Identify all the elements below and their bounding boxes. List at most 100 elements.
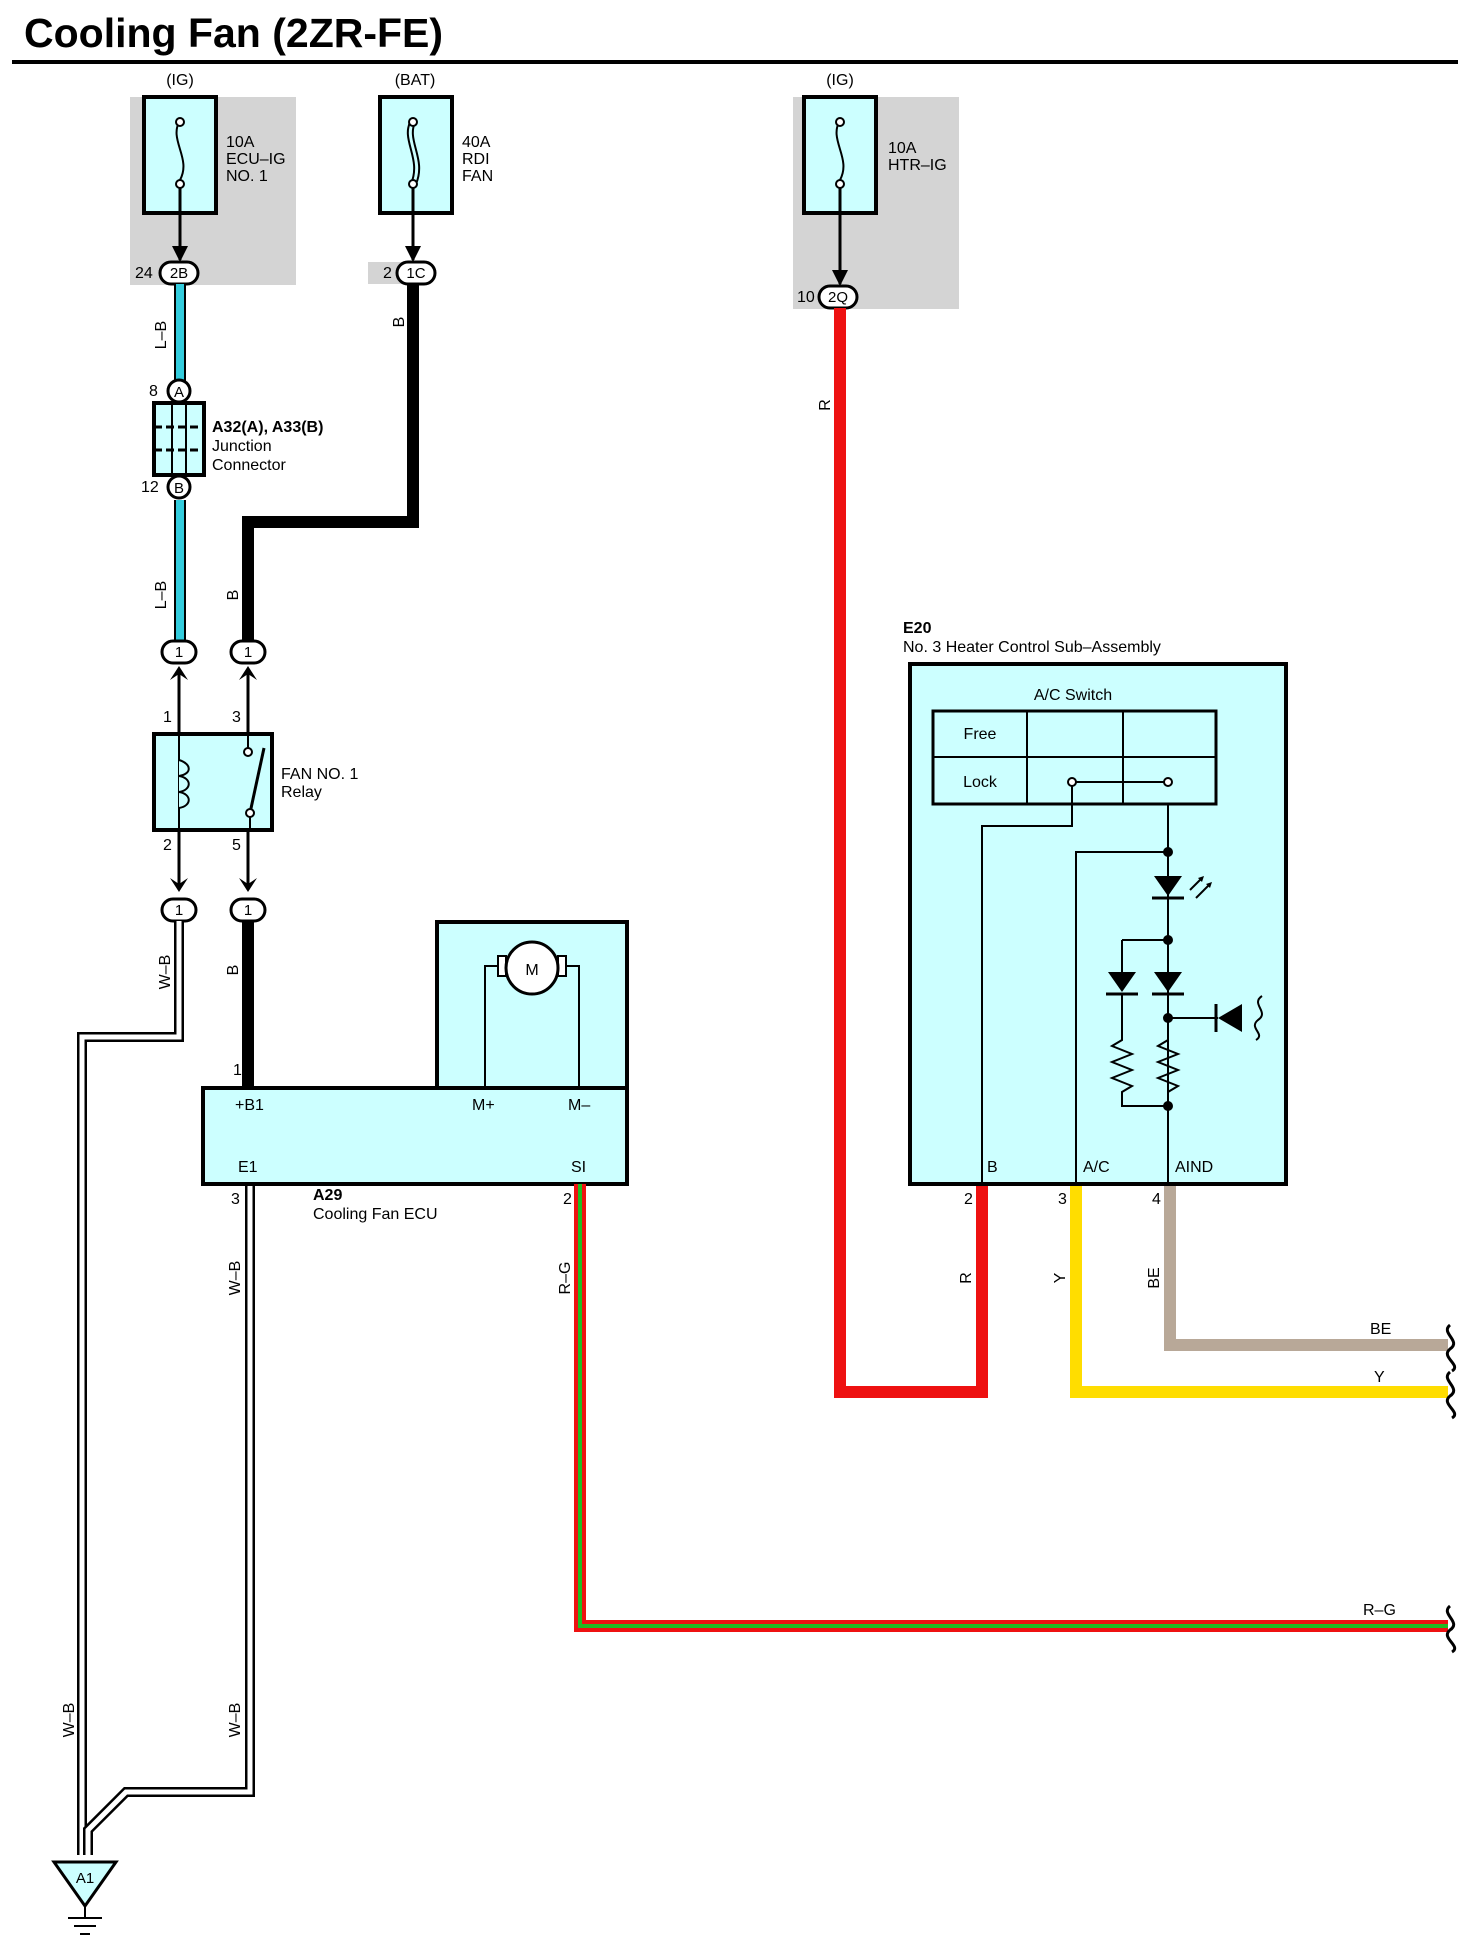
pin-number: 1 bbox=[233, 1062, 242, 1079]
relay-switch-icon bbox=[248, 747, 266, 814]
pin-number: 2 bbox=[563, 1191, 572, 1208]
ecu-pin-mminus: M– bbox=[568, 1097, 590, 1114]
motor-label: M bbox=[525, 962, 538, 979]
ecu-code: A29 bbox=[313, 1187, 342, 1204]
junction-name-line2: Connector bbox=[212, 457, 286, 474]
ecu-pin-e1: E1 bbox=[238, 1159, 258, 1176]
connector-label: 1 bbox=[175, 902, 183, 919]
wire-r: R R bbox=[817, 308, 988, 1398]
relay-box bbox=[152, 732, 274, 832]
pin-number: 3 bbox=[231, 1191, 240, 1208]
fuse-name-line2: NO. 1 bbox=[226, 168, 268, 185]
heater-control: E20 No. 3 Heater Control Sub–Assembly A/… bbox=[903, 620, 1288, 1208]
heater-code: E20 bbox=[903, 620, 932, 637]
fuse-rdi-fan: (BAT) 40A RDI FAN 2 1C bbox=[368, 72, 493, 286]
pin-number: 8 bbox=[149, 383, 158, 400]
ac-switch-lock: Lock bbox=[963, 774, 998, 791]
junction-name: Junction bbox=[212, 438, 272, 455]
fuse-rating: 40A bbox=[462, 134, 491, 151]
fuse-source-label: (IG) bbox=[826, 72, 854, 89]
fuse-ecu-ig-no1: (IG) 10A ECU–IG NO. 1 24 2B bbox=[130, 72, 296, 286]
pin-number: 2 bbox=[163, 837, 172, 854]
connector-label: 1 bbox=[175, 644, 183, 661]
heater-pin-ac: A/C bbox=[1083, 1159, 1110, 1176]
wire-label-lb: L–B bbox=[153, 321, 170, 349]
cooling-fan-ecu: M 1 +B1 M+ M– E1 SI 3 2 A29 Cooling Fan … bbox=[201, 920, 629, 1223]
wire-label-y: Y bbox=[1052, 1272, 1069, 1283]
fuse-rating: 10A bbox=[888, 140, 917, 157]
wire-label-b: B bbox=[225, 965, 242, 976]
arrow-icon bbox=[170, 878, 188, 892]
page-title: Cooling Fan (2ZR-FE) bbox=[24, 10, 443, 56]
wire-label-wb: W–B bbox=[61, 1703, 78, 1738]
fuse-source-label: (BAT) bbox=[395, 72, 436, 89]
wire-continuation-icon bbox=[1445, 1323, 1456, 1373]
photodiode-icon bbox=[1218, 1004, 1242, 1032]
wire-label-rg: R–G bbox=[557, 1262, 574, 1295]
arrow-icon bbox=[405, 246, 421, 262]
wire-label-be: BE bbox=[1146, 1267, 1163, 1288]
wire-continuation-icon bbox=[1445, 1604, 1456, 1654]
resistor-icon bbox=[1155, 1018, 1181, 1106]
fuse-name: ECU–IG bbox=[226, 151, 286, 168]
wire-label-b: B bbox=[225, 590, 242, 601]
connector-label: 1C bbox=[406, 265, 425, 282]
relay-name: FAN NO. 1 bbox=[281, 766, 358, 783]
junction-code: A32(A), A33(B) bbox=[212, 419, 323, 436]
wire-label-y: Y bbox=[1374, 1369, 1385, 1386]
ecu-name: Cooling Fan ECU bbox=[313, 1206, 438, 1223]
arrow-icon bbox=[172, 246, 188, 262]
connector-label: 2Q bbox=[828, 289, 848, 306]
arrow-icon bbox=[239, 878, 257, 892]
heater-name: No. 3 Heater Control Sub–Assembly bbox=[903, 639, 1161, 656]
relay-name-line2: Relay bbox=[281, 784, 322, 801]
ac-switch-title: A/C Switch bbox=[1034, 687, 1112, 704]
pin-number: 2 bbox=[383, 265, 392, 282]
pin-number: 1 bbox=[163, 709, 172, 726]
pin-number: 24 bbox=[135, 265, 153, 282]
wire-rg: R–G R–G bbox=[557, 1184, 1456, 1654]
fuse-box bbox=[378, 95, 454, 215]
fuse-name: RDI bbox=[462, 151, 490, 168]
ecu-pin-mplus: M+ bbox=[472, 1097, 495, 1114]
pin-number: 2 bbox=[964, 1191, 973, 1208]
connector-label: 1 bbox=[244, 902, 252, 919]
ecu-pin-si: SI bbox=[571, 1159, 586, 1176]
ac-switch-free: Free bbox=[964, 726, 997, 743]
wire-label-r: R bbox=[817, 399, 834, 411]
junction-letter-b: B bbox=[174, 480, 184, 497]
pin-number: 10 bbox=[797, 289, 815, 306]
wire-lb: L–B L–B bbox=[153, 284, 186, 646]
relay-connector-bottom: 1 1 bbox=[160, 830, 267, 923]
fuse-source-label: (IG) bbox=[166, 72, 194, 89]
resistor-icon bbox=[1109, 994, 1168, 1107]
arrow-icon bbox=[170, 666, 188, 680]
junction-connector: 8 A B 12 A32(A), A33(B) Junction Connect… bbox=[141, 378, 323, 500]
diode-icon bbox=[1154, 972, 1182, 992]
junction-letter-a: A bbox=[174, 384, 184, 401]
ground-icon bbox=[51, 1860, 119, 1909]
wire-label-rg: R–G bbox=[1363, 1602, 1396, 1619]
heater-pin-b: B bbox=[987, 1159, 998, 1176]
wire-label-lb: L–B bbox=[153, 581, 170, 609]
wire-label-be: BE bbox=[1370, 1321, 1391, 1338]
ecu-pin-b1: +B1 bbox=[235, 1097, 264, 1114]
ground-label: A1 bbox=[76, 1870, 94, 1887]
heater-pin-aind: AIND bbox=[1175, 1159, 1213, 1176]
wire-b-lower: B bbox=[225, 921, 254, 1090]
wire-y: Y Y bbox=[1052, 1184, 1456, 1420]
wire-label-r: R bbox=[958, 1272, 975, 1284]
ecu-box bbox=[201, 1086, 629, 1186]
fuse-name-line2: FAN bbox=[462, 168, 493, 185]
wire-be: BE BE bbox=[1146, 1184, 1456, 1373]
pin-number: 3 bbox=[232, 709, 241, 726]
fuse-htr-ig: (IG) 10A HTR–IG 10 2Q bbox=[793, 72, 959, 310]
pin-number: 3 bbox=[1058, 1191, 1067, 1208]
connector-label: 1 bbox=[244, 644, 252, 661]
connector-label: 2B bbox=[170, 265, 188, 282]
wire-label-wb: W–B bbox=[227, 1703, 244, 1738]
fuse-rating: 10A bbox=[226, 134, 255, 151]
motor-icon bbox=[504, 940, 560, 996]
led-icon bbox=[1154, 876, 1182, 896]
